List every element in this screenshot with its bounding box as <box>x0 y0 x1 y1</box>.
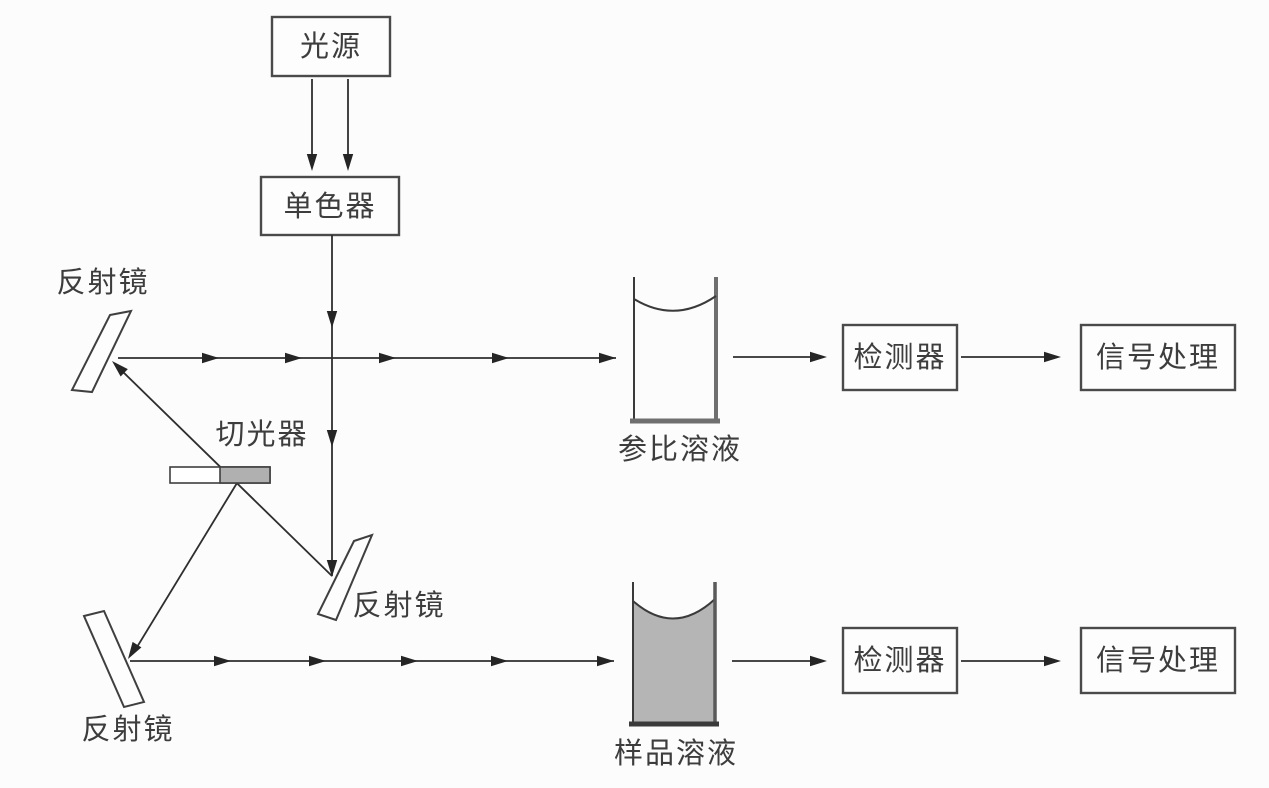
mirror-label: 反射镜 <box>56 266 149 299</box>
signal-processor-box <box>1079 626 1237 695</box>
mirror-label: 反射镜 <box>81 713 174 746</box>
chopper-node: 切光器 <box>169 418 308 484</box>
sample-solution-fill <box>633 599 715 722</box>
signal-processor-label: 信号处理 <box>1096 341 1220 374</box>
signal-processor-label: 信号处理 <box>1096 644 1220 677</box>
beam-source-to-monochromator <box>306 79 354 171</box>
light-source-box <box>270 15 392 78</box>
reference-cell-label: 参比溶液 <box>618 433 742 466</box>
detector-box <box>841 626 959 695</box>
beam-line <box>133 482 238 653</box>
light-source-node: 光源 <box>270 15 392 78</box>
beam-reference-to-detector <box>733 351 827 363</box>
arrow-detector-to-signal-top <box>961 351 1061 363</box>
light-source-label: 光源 <box>300 30 362 63</box>
mirror-shape <box>70 309 133 394</box>
mirror-top-left-node: 反射镜 <box>56 266 149 394</box>
beam-top-mirror-to-reference <box>118 352 616 364</box>
reference-cell-node: 参比溶液 <box>618 277 742 466</box>
signal-processor-box <box>1079 323 1237 392</box>
beam-chopper-to-bottom-mirror <box>123 482 238 662</box>
signal-top-node: 信号处理 <box>1079 323 1237 392</box>
detector-label: 检测器 <box>853 341 946 374</box>
sample-cell-label: 样品溶液 <box>614 737 738 770</box>
meniscus-curve <box>632 598 716 620</box>
mirror-bottom-left-node: 反射镜 <box>81 609 174 746</box>
arrow-detector-to-signal-bottom <box>961 655 1061 667</box>
mirror-center-node: 反射镜 <box>316 533 445 622</box>
mirror-label: 反射镜 <box>352 589 445 622</box>
beam-bottom-mirror-to-sample <box>130 655 614 667</box>
detector-bottom-node: 检测器 <box>841 626 959 695</box>
beam-sample-to-detector <box>732 655 827 667</box>
monochromator-label: 单色器 <box>283 190 376 223</box>
detector-top-node: 检测器 <box>841 323 959 392</box>
chopper-label: 切光器 <box>215 418 308 451</box>
detector-box <box>841 323 959 392</box>
signal-bottom-node: 信号处理 <box>1079 626 1237 695</box>
monochromator-box <box>259 175 401 237</box>
beam-monochromator-down <box>326 235 338 577</box>
mirror-shape <box>82 609 146 709</box>
sample-cell-node: 样品溶液 <box>614 582 738 770</box>
monochromator-node: 单色器 <box>259 175 401 237</box>
mirror-shape <box>316 533 374 622</box>
detector-label: 检测器 <box>853 644 946 677</box>
meniscus-curve <box>633 295 717 312</box>
chopper-wheel-shaded-half <box>219 466 271 484</box>
